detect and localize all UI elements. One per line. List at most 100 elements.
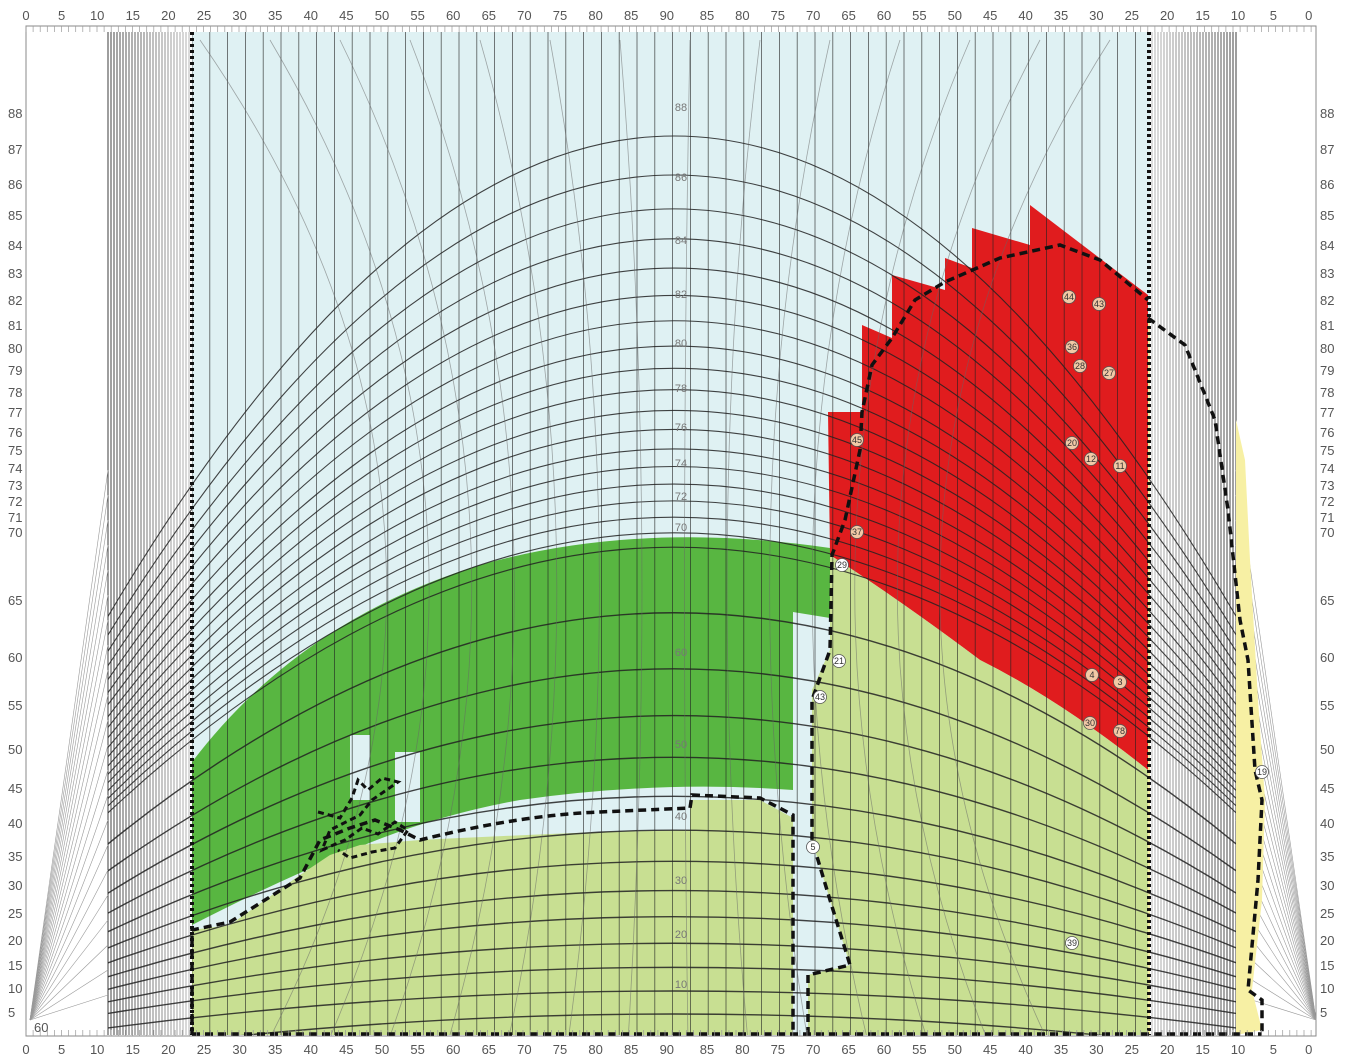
contour-label: 40	[675, 811, 687, 823]
side-tick-label: 72	[1320, 494, 1334, 509]
tick-label: 25	[1125, 8, 1139, 23]
site-marker[interactable]: 19	[1255, 765, 1269, 779]
site-marker[interactable]: 45	[850, 433, 864, 447]
wedge-line	[29, 544, 109, 1021]
marker-circle	[1102, 366, 1116, 380]
tick-label: 45	[983, 8, 997, 23]
side-tick-label: 74	[8, 461, 22, 476]
tick-label: 80	[735, 1042, 749, 1057]
dashed-boundary-far-right	[1146, 316, 1264, 1035]
site-marker[interactable]: 39	[1065, 936, 1079, 950]
site-marker[interactable]: 37	[850, 525, 864, 539]
side-tick-label: 73	[1320, 478, 1334, 493]
side-tick-label: 70	[8, 525, 22, 540]
wedge-line	[29, 844, 109, 1021]
site-marker[interactable]: 11	[1113, 459, 1127, 473]
contour-label: 60	[675, 647, 687, 659]
side-tick-label: 45	[1320, 781, 1334, 796]
site-marker[interactable]: 12	[1084, 452, 1098, 466]
contour-label: 78	[675, 383, 687, 395]
tick-label: 0	[22, 1042, 29, 1057]
tick-label: 75	[553, 1042, 567, 1057]
side-tick-label: 82	[8, 293, 22, 308]
altitude-arc	[108, 267, 1236, 681]
site-marker[interactable]: 4	[1085, 668, 1099, 682]
site-marker[interactable]: 27	[1102, 366, 1116, 380]
marker-circle	[1065, 340, 1079, 354]
marker-circle	[1113, 459, 1127, 473]
altitude-arc	[108, 238, 1236, 667]
marker-circle	[1065, 936, 1079, 950]
marker-label: 39	[1067, 938, 1077, 948]
contour-label: 72	[675, 491, 687, 503]
side-tick-label: 35	[1320, 849, 1334, 864]
side-tick-label: 15	[8, 958, 22, 973]
tick-label: 75	[771, 8, 785, 23]
site-marker[interactable]: 44	[1062, 290, 1076, 304]
site-marker[interactable]: 78	[1113, 724, 1127, 738]
wedge-line	[29, 794, 109, 1021]
left-axis: 8887868584838281807978777675747372717065…	[8, 106, 22, 1020]
tick-label: 25	[1125, 1042, 1139, 1057]
side-tick-label: 40	[1320, 816, 1334, 831]
wedge-line	[29, 869, 109, 1021]
altitude-arc	[108, 294, 1236, 694]
tick-label: 65	[482, 8, 496, 23]
marker-circle	[1085, 668, 1099, 682]
wedge-line	[29, 894, 109, 1021]
marker-label: 43	[1094, 299, 1104, 309]
side-tick-label: 35	[8, 849, 22, 864]
altitude-arc	[108, 483, 1236, 784]
altitude-arc	[108, 889, 1236, 978]
site-marker[interactable]: 21	[832, 654, 846, 668]
contour-label: 80	[675, 338, 687, 350]
site-marker[interactable]: 28	[1073, 359, 1087, 373]
side-tick-label: 80	[1320, 341, 1334, 356]
tick-label: 15	[126, 1042, 140, 1057]
grid-verticals	[192, 32, 1136, 1035]
side-tick-label: 65	[8, 593, 22, 608]
side-tick-label: 5	[8, 1005, 15, 1020]
side-tick-label: 10	[1320, 981, 1334, 996]
side-tick-label: 25	[1320, 906, 1334, 921]
site-marker[interactable]: 20	[1065, 436, 1079, 450]
site-marker[interactable]: 5	[806, 840, 820, 854]
tick-label: 60	[877, 8, 891, 23]
marker-label: 44	[1064, 292, 1074, 302]
side-tick-label: 20	[8, 933, 22, 948]
tick-label: 30	[1089, 1042, 1103, 1057]
site-marker[interactable]: 43	[813, 690, 827, 704]
wedge-line	[29, 694, 109, 1021]
tick-label: 50	[948, 8, 962, 23]
site-marker[interactable]: 36	[1065, 340, 1079, 354]
site-marker[interactable]: 3	[1113, 675, 1127, 689]
hour-line	[811, 39, 901, 1035]
contour-label: 82	[675, 289, 687, 301]
side-tick-label: 87	[1320, 142, 1334, 157]
marker-circle	[1255, 765, 1269, 779]
site-marker[interactable]: 43	[1092, 297, 1106, 311]
side-tick-label: 85	[8, 208, 22, 223]
left-dense-band	[107, 32, 190, 1035]
altitude-arc	[108, 990, 1236, 1029]
side-tick-label: 88	[8, 106, 22, 121]
side-tick-label: 81	[8, 318, 22, 333]
tick-label: 20	[161, 8, 175, 23]
wedge-line	[29, 919, 109, 1021]
tick-label: 80	[588, 8, 602, 23]
tick-label: 40	[1018, 8, 1032, 23]
altitude-arc	[108, 428, 1236, 758]
altitude-arcs	[108, 135, 1236, 1035]
site-marker[interactable]: 30	[1083, 716, 1097, 730]
wedge-line	[29, 994, 109, 1021]
side-tick-label: 77	[8, 405, 22, 420]
side-tick-label: 77	[1320, 405, 1334, 420]
side-tick-label: 74	[1320, 461, 1334, 476]
tick-label: 50	[375, 8, 389, 23]
side-tick-label: 15	[1320, 958, 1334, 973]
site-marker[interactable]: 29	[835, 558, 849, 572]
side-tick-label: 76	[1320, 425, 1334, 440]
tick-label: 65	[482, 1042, 496, 1057]
tick-label: 90	[660, 8, 674, 23]
tick-label: 40	[304, 8, 318, 23]
